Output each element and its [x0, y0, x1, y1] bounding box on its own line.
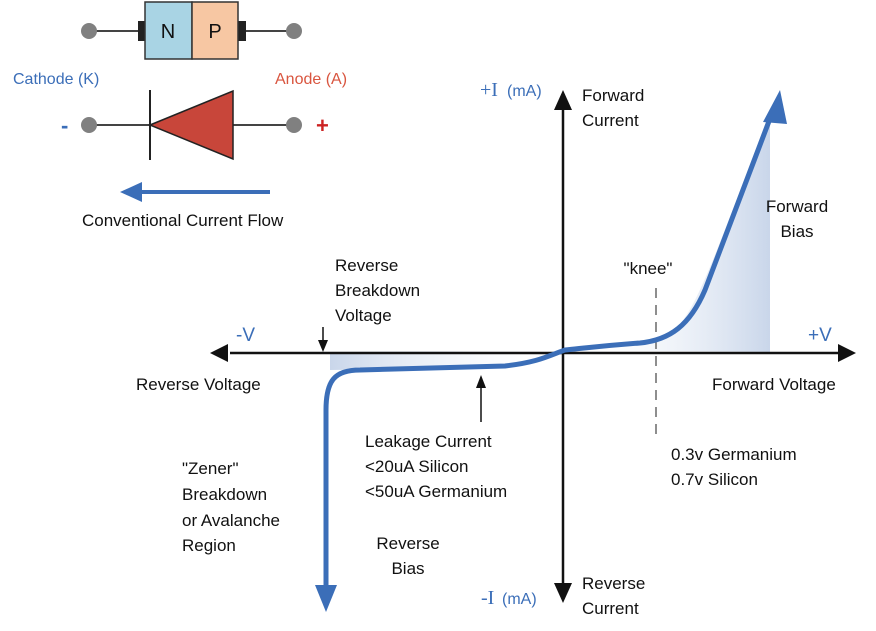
cathode-label: Cathode (K)	[13, 71, 99, 88]
plus-sign: +	[316, 113, 329, 138]
pn-end-cap-left	[138, 21, 147, 41]
y-negative-unit: (mA)	[502, 591, 537, 608]
breakdown-voltage-label-line2: Breakdown	[335, 281, 420, 300]
minus-sign: -	[61, 113, 68, 138]
reverse-bias-label-line1: Reverse	[376, 534, 439, 553]
forward-current-label-line2: Current	[582, 111, 639, 130]
leakage-label-line1: Leakage Current	[365, 432, 492, 451]
forward-bias-shading	[563, 112, 770, 352]
leakage-pointer-head	[476, 375, 486, 388]
diode-triangle	[148, 89, 234, 161]
x-positive-symbol: +V	[808, 325, 832, 346]
zener-label-line4: Region	[182, 536, 236, 555]
zener-label-line3: or Avalanche	[182, 511, 280, 530]
p-region	[191, 1, 239, 60]
breakdown-pointer-head	[318, 340, 328, 352]
knee-label: "knee"	[624, 259, 673, 278]
y-axis-arrow-up	[554, 90, 572, 110]
forward-current-label-line1: Forward	[582, 86, 644, 105]
zener-label-line1: "Zener"	[182, 459, 238, 478]
leakage-label-line3: <50uA Germanium	[365, 482, 507, 501]
reverse-voltage-label: Reverse Voltage	[136, 375, 261, 394]
anode-label: Anode (A)	[275, 71, 347, 88]
pn-end-cap-right	[237, 21, 246, 41]
p-region-label: P	[208, 21, 221, 43]
x-negative-symbol: -V	[236, 325, 255, 346]
reverse-current-label-line2: Current	[582, 599, 639, 618]
forward-bias-label-line1: Forward	[766, 197, 828, 216]
threshold-label-line1: 0.3v Germanium	[671, 445, 797, 464]
iv-curve-arrow-reverse	[315, 585, 337, 612]
pn-terminal-left	[81, 23, 97, 39]
y-negative-symbol: -I	[481, 587, 494, 609]
iv-curve-arrow-forward	[763, 90, 787, 124]
threshold-label-line2: 0.7v Silicon	[671, 470, 758, 489]
breakdown-voltage-label-line3: Voltage	[335, 306, 392, 325]
axes	[210, 90, 856, 603]
leakage-label-line2: <20uA Silicon	[365, 457, 469, 476]
n-region-label: N	[161, 21, 175, 43]
y-axis-arrow-down	[554, 583, 572, 603]
reverse-current-label-line1: Reverse	[582, 574, 645, 593]
conventional-current-flow-label: Conventional Current Flow	[82, 211, 284, 230]
reverse-bias-label-line2: Bias	[391, 559, 424, 578]
diode-terminal-anode	[286, 117, 302, 133]
forward-bias-label-line2: Bias	[780, 222, 813, 241]
x-axis-arrow-right	[838, 344, 856, 362]
current-flow-arrow-head	[120, 182, 142, 202]
forward-voltage-label: Forward Voltage	[712, 375, 836, 394]
breakdown-voltage-label-line1: Reverse	[335, 256, 398, 275]
y-positive-unit: (mA)	[507, 83, 542, 100]
iv-curve	[323, 107, 777, 588]
zener-label-line2: Breakdown	[182, 485, 267, 504]
diode-terminal-cathode	[81, 117, 97, 133]
diode-symbol-block: N P Cathode (K) Anode (A) - + Convention…	[13, 1, 347, 230]
x-axis-arrow-left	[210, 344, 228, 362]
y-positive-symbol: +I	[480, 79, 498, 101]
pn-terminal-right	[286, 23, 302, 39]
